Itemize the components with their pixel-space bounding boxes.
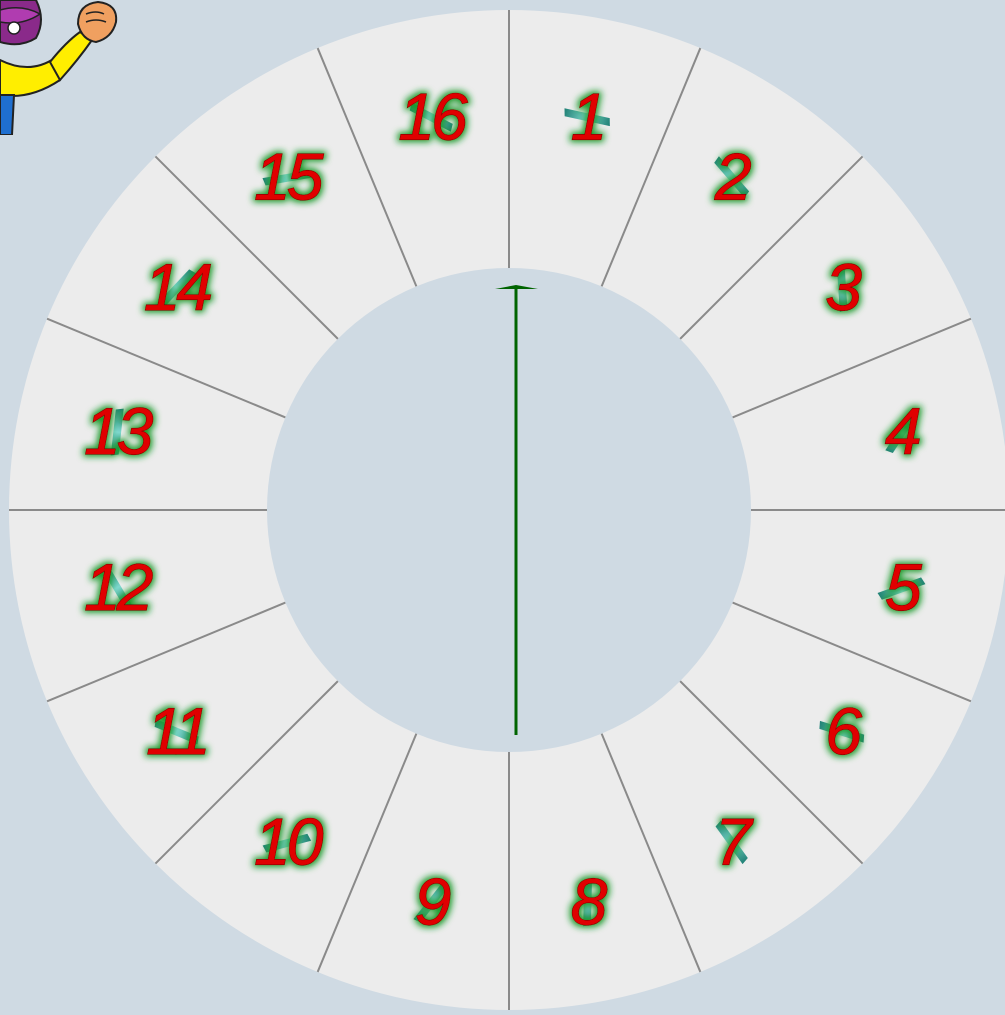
wheel-number-label: 11	[146, 694, 207, 768]
wheel-number-12[interactable]: 12	[84, 550, 153, 624]
wheel-number-9[interactable]: 9	[412, 864, 451, 938]
wheel-number-label: 2	[714, 139, 751, 213]
cartoon-mascot-icon	[0, 0, 125, 135]
wheel-number-label: 8	[571, 864, 608, 938]
wheel-number-16[interactable]: 16	[398, 80, 468, 154]
wheel-number-label: 5	[885, 550, 922, 624]
wheel-number-label: 6	[825, 694, 862, 768]
wheel-number-label: 9	[415, 864, 451, 938]
wheel-number-14[interactable]: 14	[144, 250, 212, 324]
wheel-number-label: 10	[254, 805, 324, 879]
wheel-hub	[267, 268, 751, 752]
wheel-number-15[interactable]: 15	[254, 139, 324, 213]
wheel-number-label: 16	[398, 80, 468, 154]
wheel-number-4[interactable]: 4	[884, 394, 920, 468]
wheel-number-label: 14	[144, 250, 212, 324]
wheel-number-11[interactable]: 11	[146, 694, 207, 768]
wheel-number-3[interactable]: 3	[825, 250, 862, 324]
wheel-number-label: 15	[254, 139, 324, 213]
wheel-number-13[interactable]: 13	[84, 394, 154, 468]
wheel-number-label: 4	[885, 394, 920, 468]
wheel-number-label: 3	[825, 250, 862, 324]
wheel-number-label: 1	[571, 80, 604, 154]
wheel-number-2[interactable]: 2	[713, 139, 751, 213]
wheel-number-10[interactable]: 10	[254, 805, 324, 879]
wheel-number-8[interactable]: 8	[571, 864, 608, 938]
wheel-number-label: 13	[84, 394, 154, 468]
wheel-number-label: 12	[84, 550, 153, 624]
